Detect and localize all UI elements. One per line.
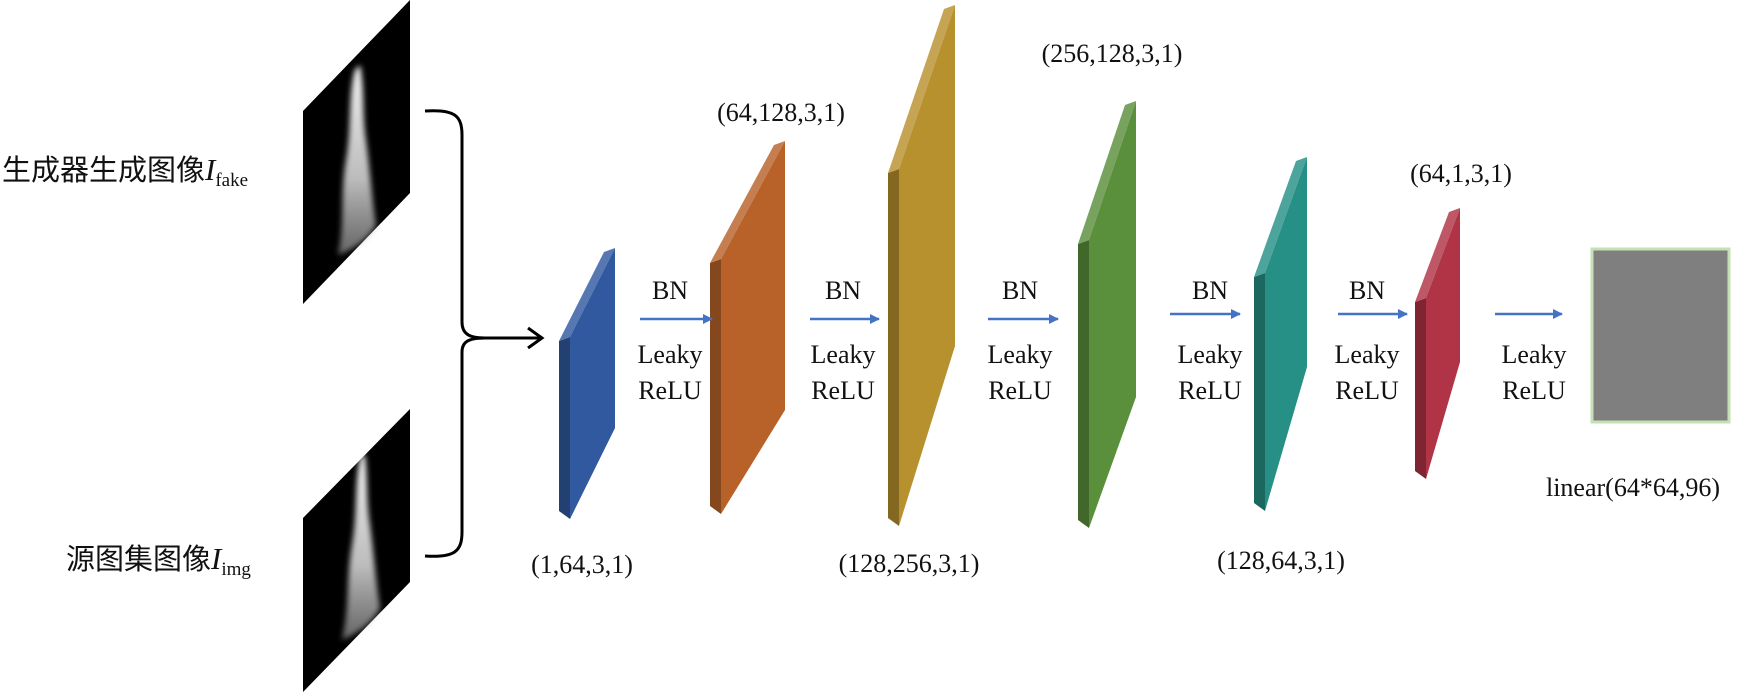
layer-5-front-face	[1265, 157, 1307, 511]
activation-label-line2: ReLU	[638, 376, 702, 405]
layer-1-top-face	[559, 248, 615, 341]
transition-5: BN Leaky ReLU	[1335, 276, 1408, 405]
fake-image	[303, 0, 410, 304]
activation-label-line1: Leaky	[1178, 340, 1243, 369]
layer-5-side-face	[1254, 273, 1265, 511]
transition-1: BN Leaky ReLU	[638, 276, 713, 405]
layer-params-conv4: (256,128,3,1)	[1042, 39, 1183, 68]
layer-2-top-face	[710, 141, 785, 263]
layer-6-front-face	[1426, 208, 1460, 479]
conv-layers	[559, 5, 1460, 528]
layer-3-front-face	[899, 5, 955, 526]
layer-2-front-face	[721, 141, 785, 514]
merge-bracket	[424, 109, 545, 558]
layer-3-top-face	[888, 5, 955, 173]
activation-label-line2: ReLU	[1178, 376, 1242, 405]
bn-label: BN	[1349, 276, 1385, 305]
transition-2: BN Leaky ReLU	[810, 276, 880, 405]
activation-label-line2: ReLU	[988, 376, 1052, 405]
transition-3: BN Leaky ReLU	[988, 276, 1059, 405]
layer-params-conv6: (64,1,3,1)	[1410, 159, 1512, 188]
layer-params-conv2: (64,128,3,1)	[717, 98, 845, 127]
layer-1-side-face	[559, 337, 570, 519]
activation-label-line2: ReLU	[1502, 376, 1566, 405]
bn-label: BN	[825, 276, 861, 305]
output-block	[1590, 247, 1731, 424]
activation-label-line1: Leaky	[811, 340, 876, 369]
layer-params-conv5: (128,64,3,1)	[1217, 546, 1345, 575]
transition-6: Leaky ReLU	[1495, 309, 1567, 405]
merge-arrow-head	[527, 326, 545, 350]
fake-caption: 生成器生成图像Ifake	[2, 152, 248, 191]
activation-label-line1: Leaky	[638, 340, 703, 369]
layer-4-top-face	[1078, 101, 1136, 244]
bn-label: BN	[652, 276, 688, 305]
layer-6-side-face	[1415, 298, 1426, 479]
output-label: linear(64*64,96)	[1546, 473, 1720, 502]
layer-params-conv3: (128,256,3,1)	[839, 549, 980, 578]
activation-label-line1: Leaky	[1335, 340, 1400, 369]
activation-label-line2: ReLU	[1335, 376, 1399, 405]
layer-4-front-face	[1089, 101, 1136, 528]
layer-params-conv1: (1,64,3,1)	[531, 550, 633, 579]
transition-4: BN Leaky ReLU	[1170, 276, 1242, 405]
source-image	[303, 409, 410, 692]
layer-4-side-face	[1078, 240, 1089, 528]
bn-label: BN	[1192, 276, 1228, 305]
source-caption: 源图集图像Iimg	[66, 541, 251, 580]
activation-label-line2: ReLU	[811, 376, 875, 405]
layer-2-side-face	[710, 259, 721, 514]
bn-label: BN	[1002, 276, 1038, 305]
layer-5-top-face	[1254, 157, 1307, 277]
activation-label-line1: Leaky	[988, 340, 1053, 369]
layer-3-side-face	[888, 169, 899, 526]
activation-label-line1: Leaky	[1502, 340, 1567, 369]
layer-1-front-face	[570, 248, 615, 519]
layer-6-top-face	[1415, 208, 1460, 302]
